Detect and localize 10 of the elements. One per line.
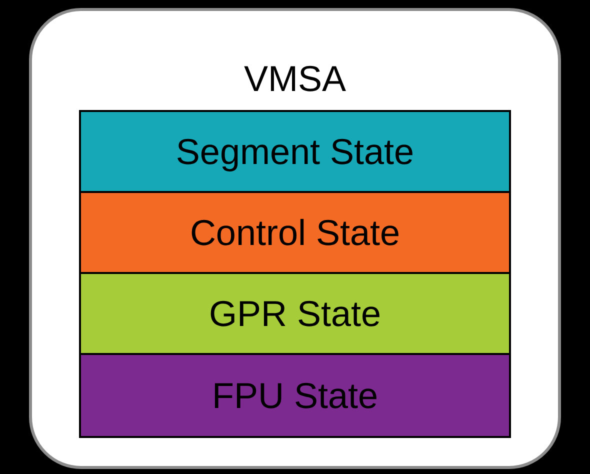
container-title: VMSA xyxy=(244,57,346,101)
state-layer xyxy=(81,193,509,274)
state-layer xyxy=(81,274,509,355)
container-box xyxy=(29,8,561,469)
state-layer xyxy=(81,355,509,436)
layer-label: FPU State xyxy=(212,374,378,418)
layer-label: Control State xyxy=(190,210,400,254)
state-layer xyxy=(81,112,509,193)
layer-label: Segment State xyxy=(176,130,414,174)
layer-label: GPR State xyxy=(208,292,382,336)
